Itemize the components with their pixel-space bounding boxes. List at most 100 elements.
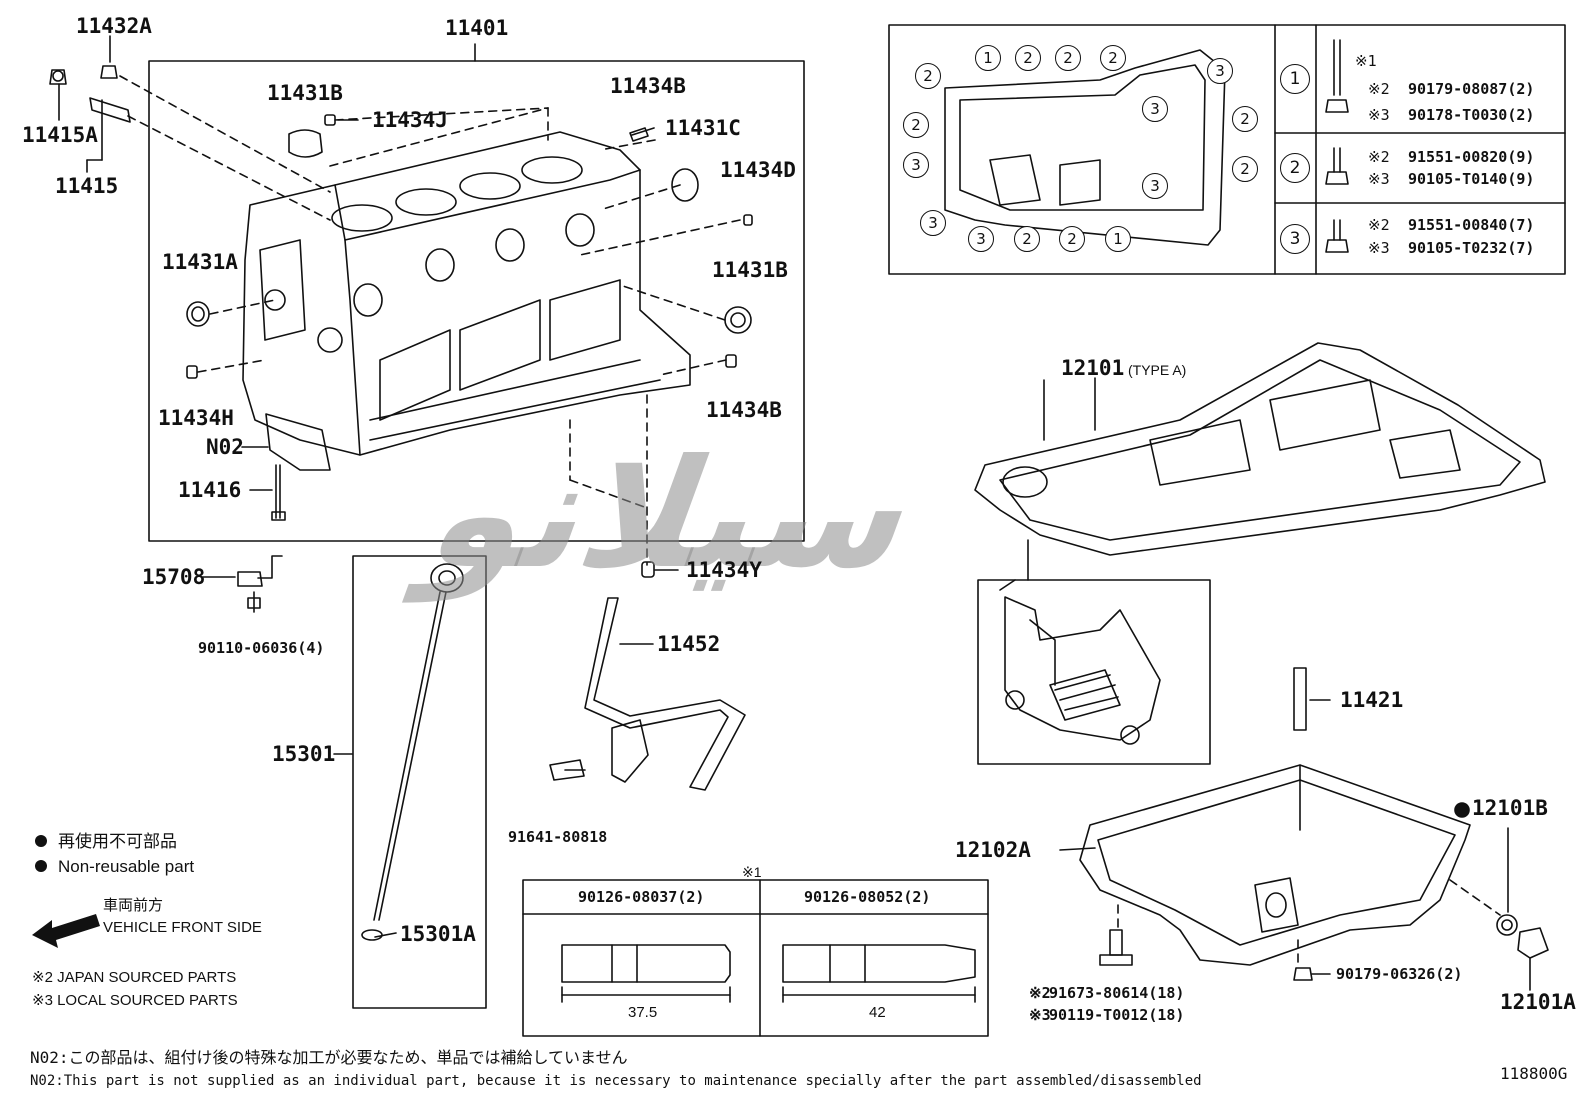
label-11401: 11401 xyxy=(445,16,509,40)
label-12101: 12101 xyxy=(1061,356,1125,380)
bolt-row2-ref3: ※3 xyxy=(1368,170,1390,188)
bolt-row2-part2: 91551-00820(9) xyxy=(1408,148,1535,166)
stud-dim-2: 42 xyxy=(869,1004,886,1021)
bolt-mark: 2 xyxy=(1232,156,1258,182)
label-11421: 11421 xyxy=(1340,688,1404,712)
label-ref3-90119: ※3 xyxy=(1029,1006,1051,1024)
label-11434J: 11434J xyxy=(372,108,448,132)
inset-frame xyxy=(977,579,1211,765)
label-11415A: 11415A xyxy=(22,123,98,147)
bolt-mark: 2 xyxy=(1015,45,1041,71)
solid-leaders xyxy=(202,119,679,938)
label-90110-06036: 90110-06036(4) xyxy=(198,639,325,657)
bolt-icons xyxy=(1325,39,1349,253)
label-11434B-top: 11434B xyxy=(610,74,686,98)
pan-leaders xyxy=(1043,379,1531,991)
legend-dot-1 xyxy=(35,835,47,847)
legend-en-front: VEHICLE FRONT SIDE xyxy=(103,919,262,936)
bolt-mark: 1 xyxy=(1105,226,1131,252)
bolt-key-2: 2 xyxy=(1280,153,1310,183)
label-N02: N02 xyxy=(206,435,244,459)
bolt-mark: 3 xyxy=(920,210,946,236)
bolt-row1-ref1: ※1 xyxy=(1355,52,1377,70)
bolt-key-3: 3 xyxy=(1280,224,1310,254)
label-11431B-right: 11431B xyxy=(712,258,788,282)
stud-dim-1: 37.5 xyxy=(628,1004,658,1021)
bolt-mark: 2 xyxy=(915,63,941,89)
label-12101B: 12101B xyxy=(1472,796,1548,820)
label-11452: 11452 xyxy=(657,632,721,656)
label-90119-T0012: 90119-T0012(18) xyxy=(1049,1006,1185,1024)
legend-jp-front: 車両前方 xyxy=(103,897,164,914)
stud-table-ref: ※1 xyxy=(742,864,762,880)
oil-pipe-assembly xyxy=(49,35,131,173)
bolt-row3-part3: 90105-T0232(7) xyxy=(1408,239,1535,257)
bracket-15708 xyxy=(237,555,283,613)
bolt-mark: 2 xyxy=(1014,226,1040,252)
oil-pan-12102A xyxy=(1079,667,1471,966)
bolt-mark: 3 xyxy=(903,152,929,178)
dipstick-frame xyxy=(352,555,487,1009)
stud-part-2: 90126-08052(2) xyxy=(804,888,931,906)
label-11434D: 11434D xyxy=(720,158,796,182)
footnote-jp: N02:この部品は、組付け後の特殊な加工が必要なため、単品では補給していません xyxy=(30,1048,628,1067)
bolt-mark: 3 xyxy=(968,226,994,252)
legend-en-nonreusable: Non-reusable part xyxy=(58,857,195,876)
label-11432A: 11432A xyxy=(76,14,152,38)
legend-jp-nonreusable: 再使用不可部品 xyxy=(58,832,177,851)
bolt-row2-ref2: ※2 xyxy=(1368,148,1390,166)
bolt-row1-ref3: ※3 xyxy=(1368,106,1390,124)
bolt-row3-part2: 91551-00840(7) xyxy=(1408,216,1535,234)
dashed-guides xyxy=(119,75,741,566)
pan-dashed-guides xyxy=(1117,879,1501,966)
label-11434Y: 11434Y xyxy=(686,558,762,582)
bolt-row1-part2: 90179-08087(2) xyxy=(1408,80,1535,98)
stud-drawings xyxy=(561,944,976,1003)
bolt-mark: 2 xyxy=(1055,45,1081,71)
label-11434B-right: 11434B xyxy=(706,398,782,422)
label-11431B-top: 11431B xyxy=(267,81,343,105)
bolt-map-frame xyxy=(888,24,1566,275)
legend-japan-sourced: ※2 JAPAN SOURCED PARTS xyxy=(32,969,237,986)
legend-local-sourced: ※3 LOCAL SOURCED PARTS xyxy=(32,992,238,1009)
label-11416: 11416 xyxy=(178,478,242,502)
label-90179-06326: 90179-06326(2) xyxy=(1336,965,1463,983)
legend-dot-2 xyxy=(35,860,47,872)
cylinder-block-drawing xyxy=(242,131,691,456)
label-11431A: 11431A xyxy=(162,250,238,274)
bolt-mark: 2 xyxy=(1100,45,1126,71)
label-11431C: 11431C xyxy=(665,116,741,140)
label-12101A: 12101A xyxy=(1500,990,1576,1014)
stud-table-frame xyxy=(522,879,989,1037)
bolt-mark: 3 xyxy=(1142,96,1168,122)
bolt-row2-part3: 90105-T0140(9) xyxy=(1408,170,1535,188)
oil-pan-12101 xyxy=(974,342,1546,556)
label-91641-80818: 91641-80818 xyxy=(508,828,608,846)
label-15301: 15301 xyxy=(272,742,336,766)
label-15301A: 15301A xyxy=(400,922,476,946)
dipstick-15301 xyxy=(361,563,464,941)
label-91673-80614: 91673-80614(18) xyxy=(1049,984,1185,1002)
bolt-row1-ref2: ※2 xyxy=(1368,80,1390,98)
nonreusable-mark xyxy=(1454,802,1470,818)
drain-plug-parts xyxy=(1099,827,1549,981)
bolt-mark: 2 xyxy=(903,112,929,138)
bolt-map-pan-outline xyxy=(944,49,1226,246)
bolt-row3-ref2: ※2 xyxy=(1368,216,1390,234)
footnote-en: N02:This part is not supplied as an indi… xyxy=(30,1073,1202,1089)
diagram-id: 118800G xyxy=(1500,1064,1568,1083)
bolt-mark: 3 xyxy=(1142,173,1168,199)
bolt-mark: 2 xyxy=(1232,106,1258,132)
block-plugs xyxy=(186,114,753,521)
label-12102A: 12102A xyxy=(955,838,1031,862)
stud-part-1: 90126-08037(2) xyxy=(578,888,705,906)
bolt-row1-part3: 90178-T0030(2) xyxy=(1408,106,1535,124)
label-11415: 11415 xyxy=(55,174,119,198)
label-type-a: (TYPE A) xyxy=(1128,362,1187,378)
watermark: ﺳﯿﻼﻧﻮ xyxy=(408,428,945,602)
label-15708: 15708 xyxy=(142,565,206,589)
bolt-mark: 3 xyxy=(1207,58,1233,84)
gauge-guide-11452 xyxy=(549,561,746,791)
